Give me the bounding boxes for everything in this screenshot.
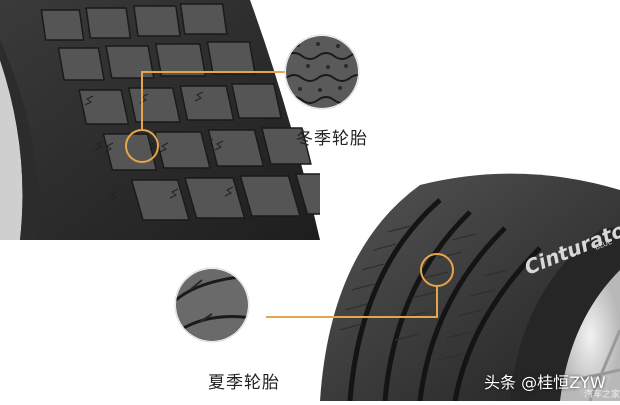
summer-tread-closeup	[174, 267, 250, 343]
summer-tire-label: 夏季轮胎	[208, 373, 280, 393]
winter-tire-label: 冬季轮胎	[296, 129, 368, 149]
summer-tire	[320, 173, 620, 402]
watermark-text: 头条 @桂恒ZYW	[484, 373, 606, 392]
winter-tread-closeup	[284, 34, 360, 110]
winter-tire	[0, 0, 320, 240]
watermark-site: 汽车之家	[584, 390, 620, 400]
winter-callout-line	[141, 71, 286, 130]
summer-callout-line	[266, 286, 438, 318]
